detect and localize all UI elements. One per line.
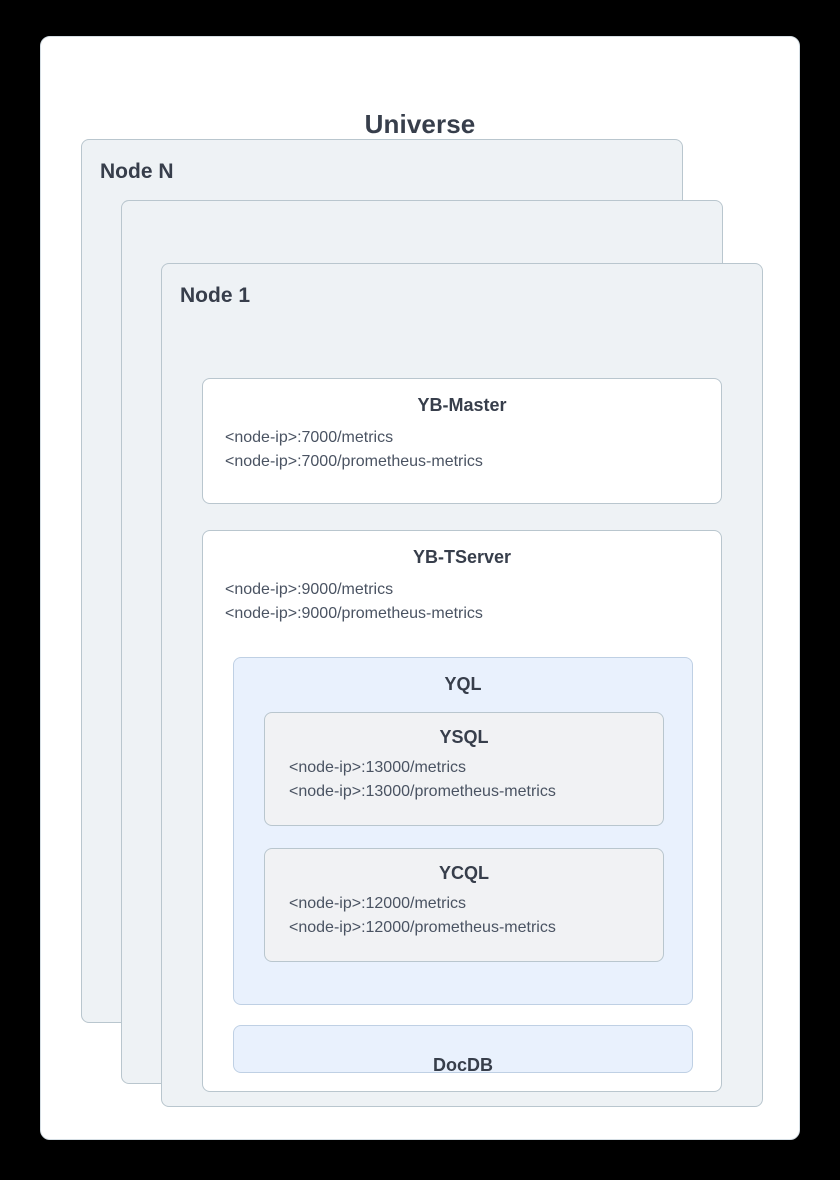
docdb-title: DocDB [432,1055,493,1075]
yb-master-endpoint-metrics: <node-ip>:7000/metrics [225,429,394,446]
yql-title: YQL [444,674,482,694]
docdb-box: DocDB [233,1025,693,1075]
yb-tserver-title: YB-TServer [412,547,512,567]
ysql-box: YSQL <node-ip>:13000/metrics <node-ip>:1… [264,712,664,826]
yql-box: YQL YSQL <node-ip>:13000/metrics <node-i… [233,657,693,1005]
yb-tserver-endpoints: <node-ip>:9000/metrics <node-ip>:9000/pr… [203,578,721,626]
yb-master-title: YB-Master [417,395,507,415]
node-card-label: Node N [100,160,174,183]
yb-master-box: YB-Master <node-ip>:7000/metrics <node-i… [202,378,722,504]
yb-master-endpoints: <node-ip>:7000/metrics <node-ip>:7000/pr… [203,426,721,474]
ysql-endpoint-metrics: <node-ip>:13000/metrics [289,759,466,776]
ycql-title: YCQL [438,863,489,883]
ysql-endpoints: <node-ip>:13000/metrics <node-ip>:13000/… [265,756,663,804]
ysql-endpoint-prometheus: <node-ip>:13000/prometheus-metrics [289,783,556,800]
universe-frame: Universe Node N ... Node 1 YB-Master <no… [40,36,800,1140]
node-card-label: Node 1 [180,284,251,307]
node-card-node-1: Node 1 YB-Master <node-ip>:7000/metrics … [161,263,763,1107]
yb-tserver-box: YB-TServer <node-ip>:9000/metrics <node-… [202,530,722,1092]
ysql-title: YSQL [439,727,489,747]
yb-tserver-endpoint-prometheus: <node-ip>:9000/prometheus-metrics [225,605,483,622]
ycql-box: YCQL <node-ip>:12000/metrics <node-ip>:1… [264,848,664,962]
ycql-endpoint-prometheus: <node-ip>:12000/prometheus-metrics [289,919,556,936]
page-title: Universe [364,109,476,139]
ycql-endpoints: <node-ip>:12000/metrics <node-ip>:12000/… [265,892,663,940]
yb-master-endpoint-prometheus: <node-ip>:7000/prometheus-metrics [225,453,483,470]
ycql-endpoint-metrics: <node-ip>:12000/metrics [289,895,466,912]
yb-tserver-endpoint-metrics: <node-ip>:9000/metrics [225,581,394,598]
